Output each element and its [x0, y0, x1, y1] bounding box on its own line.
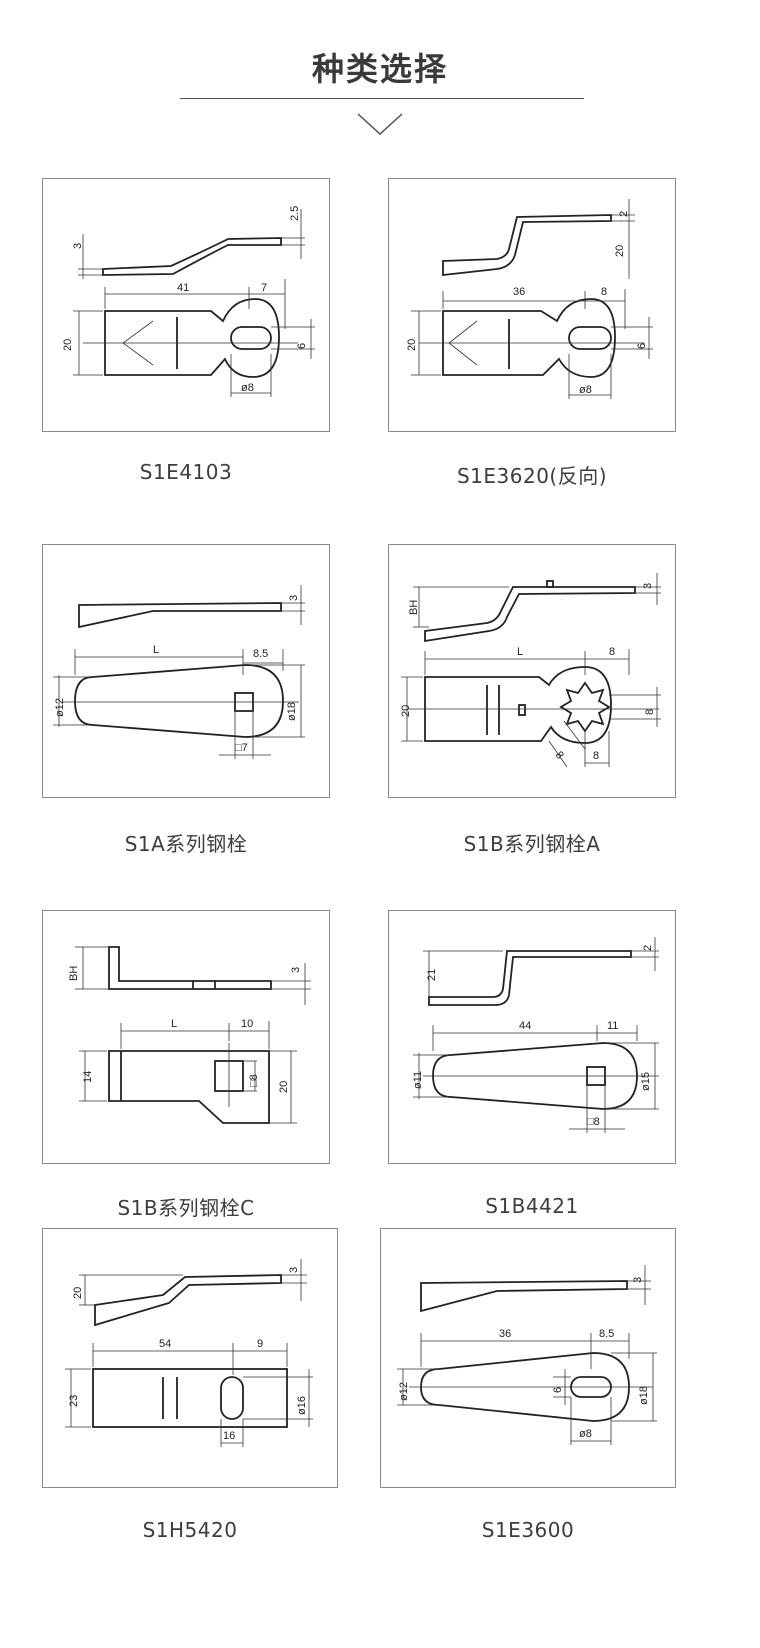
dim-label: 20 [278, 1081, 290, 1093]
dim-label: ø8 [579, 1428, 592, 1440]
dim-label: □8 [587, 1116, 600, 1128]
drawing-card-s1b4421: 2 21 44 11 ø11 ø15 □8 [388, 910, 676, 1164]
dim-label: BH [68, 966, 80, 981]
technical-drawing: 3 2.5 41 7 20 6 ø8 [62, 206, 315, 397]
chevron-down-icon [357, 113, 403, 136]
dim-label: 8 [553, 749, 566, 761]
product-caption-s1e3600: S1E3600 [481, 1518, 575, 1542]
dim-label: ø15 [640, 1072, 652, 1091]
drawing-card-s1e3600: 3 36 8.5 ø12 6 ø18 ø8 [380, 1228, 676, 1488]
dim-label: 7 [261, 282, 267, 294]
technical-drawing: 3 36 8.5 ø12 6 ø18 ø8 [397, 1265, 657, 1445]
dim-label: 3 [72, 243, 84, 249]
dim-label: ø8 [579, 384, 592, 396]
dim-label: 3 [288, 1267, 300, 1273]
dim-label: 6 [296, 343, 308, 349]
technical-drawing: 2 20 36 8 20 6 ø8 [406, 199, 653, 399]
dim-label: 3 [288, 595, 300, 601]
dim-label: 23 [68, 1395, 80, 1407]
dim-label: ø18 [638, 1386, 650, 1405]
dim-label: 6 [552, 1387, 564, 1393]
technical-drawing: 3 L 8.5 ø12 ø18 □7 [53, 585, 305, 759]
dim-label: 41 [177, 282, 189, 294]
dim-label: 2 [618, 211, 630, 217]
dim-label: 14 [82, 1071, 94, 1083]
dim-label: ø18 [286, 702, 298, 721]
dim-label: 21 [426, 969, 438, 981]
dim-label: □7 [235, 742, 248, 754]
product-caption-s1e4103: S1E4103 [139, 460, 233, 484]
dim-label: ø12 [54, 698, 66, 717]
dim-label: L [171, 1018, 177, 1030]
dim-label: 11 [607, 1020, 618, 1032]
dim-label: 3 [290, 967, 302, 973]
dim-label: 10 [241, 1018, 253, 1030]
technical-drawing: 20 3 54 9 23 ø16 16 [65, 1259, 313, 1447]
dim-label: 3 [632, 1277, 644, 1283]
dim-label: 8 [609, 646, 615, 658]
dim-label: 8 [644, 709, 656, 715]
drawing-card-s1a: 3 L 8.5 ø12 ø18 □7 [42, 544, 330, 798]
drawing-card-s1b-c: BH 3 L 10 14 □8 20 [42, 910, 330, 1164]
dim-label: 36 [499, 1328, 511, 1340]
dim-label: 9 [257, 1338, 263, 1350]
dim-label: L [517, 646, 523, 658]
dim-label: 2 [642, 945, 654, 951]
product-caption-s1b4421: S1B4421 [485, 1194, 579, 1218]
drawing-card-s1e4103: 3 2.5 41 7 20 6 ø8 [42, 178, 330, 432]
product-caption-s1b-a: S1B系列钢栓A [463, 832, 601, 856]
dim-label: ø16 [296, 1396, 308, 1415]
dim-label: 36 [513, 286, 525, 298]
dim-label: 2.5 [289, 206, 301, 221]
technical-drawing: BH 3 L 10 14 □8 20 [68, 946, 311, 1124]
product-caption-s1b-c: S1B系列钢栓C [117, 1196, 255, 1220]
dim-label: 54 [159, 1338, 171, 1350]
dim-label: 8 [601, 286, 607, 298]
dim-label: 44 [519, 1020, 531, 1032]
dim-label: BH [408, 600, 420, 615]
product-caption-s1a: S1A系列钢栓 [124, 832, 248, 856]
dim-label: 8 [593, 750, 599, 762]
product-caption-s1e3620: S1E3620(反向) [456, 464, 608, 488]
dim-label: 20 [62, 339, 74, 351]
dim-label: ø8 [241, 382, 254, 394]
drawing-card-s1e3620: 2 20 36 8 20 6 ø8 [388, 178, 676, 432]
dim-label: 3 [642, 583, 654, 589]
dim-label: 20 [72, 1287, 84, 1299]
dim-label: 20 [614, 245, 626, 257]
technical-drawing: 2 21 44 11 ø11 ø15 □8 [412, 937, 659, 1133]
dim-label: 20 [406, 339, 418, 351]
dim-label: 6 [636, 343, 648, 349]
dim-label: ø11 [412, 1071, 424, 1089]
page-title: 种类选择 [311, 50, 448, 88]
dim-label: 8.5 [253, 648, 268, 660]
dim-label: L [153, 644, 159, 656]
drawing-card-s1h5420: 20 3 54 9 23 ø16 16 [42, 1228, 338, 1488]
title-divider [180, 98, 584, 99]
dim-label: □8 [248, 1074, 260, 1087]
dim-label: 20 [400, 705, 412, 717]
dim-label: 16 [223, 1430, 235, 1442]
product-caption-s1h5420: S1H5420 [142, 1518, 238, 1542]
drawing-card-s1b-a: 3 BH L 8 20 8 8 8 [388, 544, 676, 798]
technical-drawing: 3 BH L 8 20 8 8 8 [400, 573, 661, 768]
dim-label: 8.5 [599, 1328, 614, 1340]
dim-label: ø12 [398, 1382, 410, 1401]
